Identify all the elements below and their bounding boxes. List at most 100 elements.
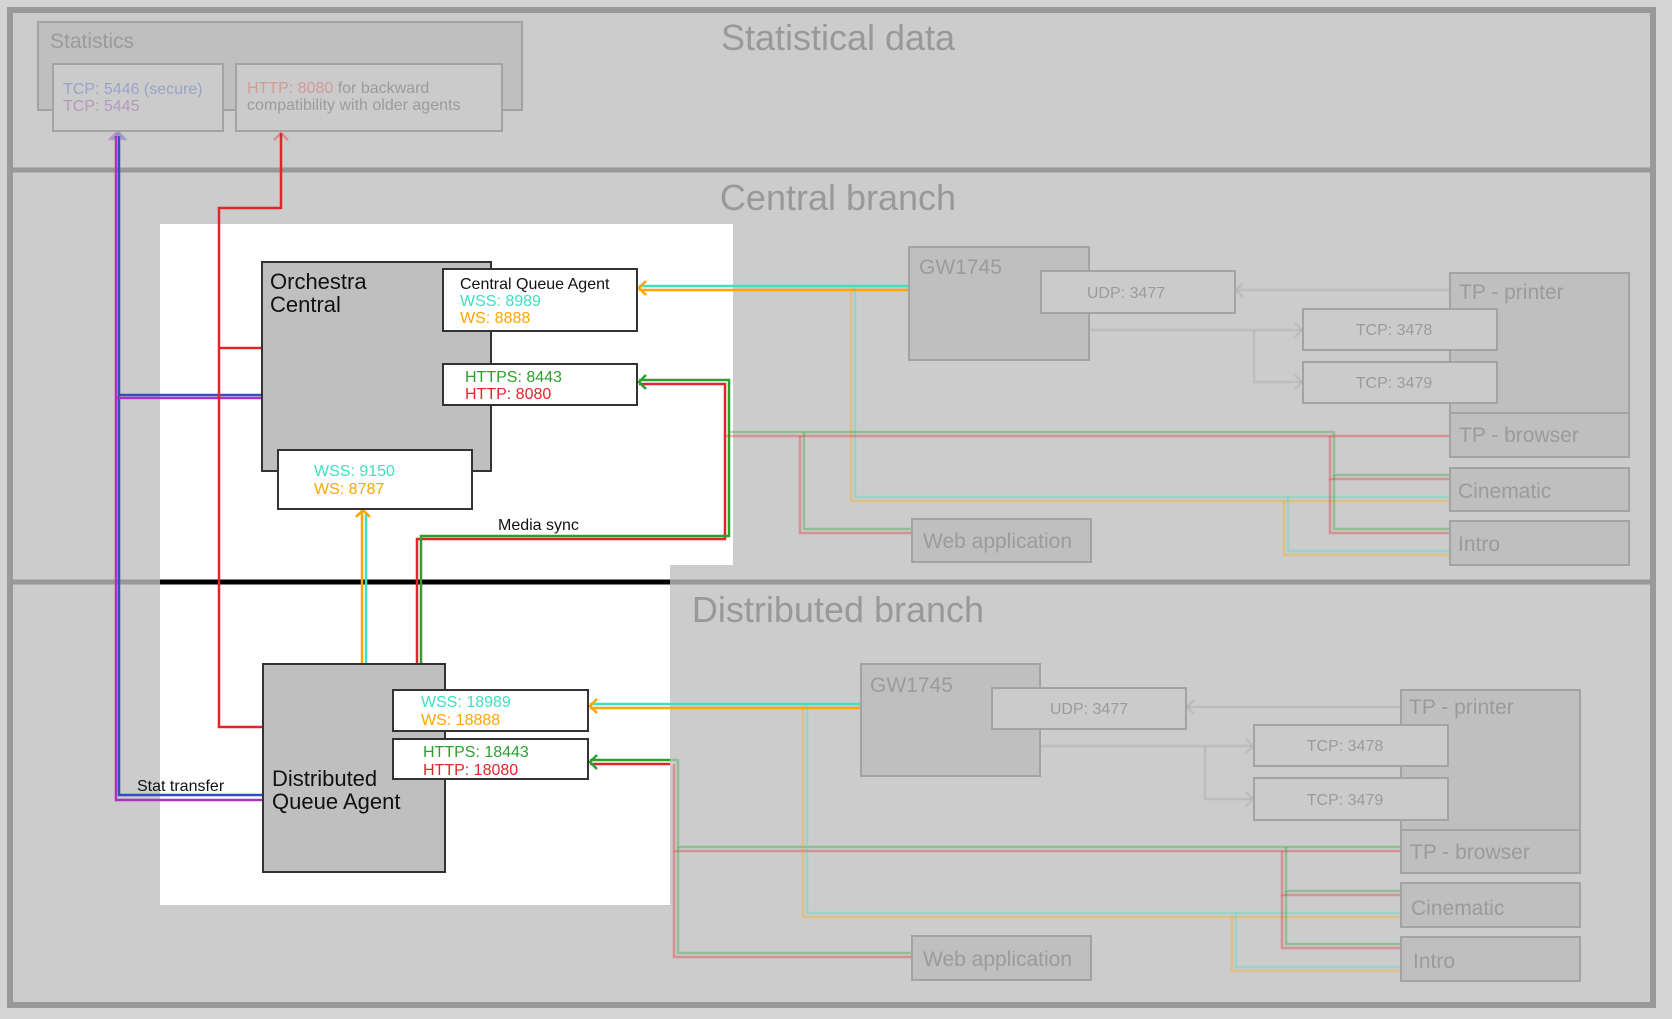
dqa-http-arrow <box>588 754 598 770</box>
central-http-arrow <box>637 374 647 390</box>
dist-intro-ws-line <box>1230 917 1401 973</box>
distributed-ws: WS: 18888 <box>421 712 500 729</box>
central-cinematic-wss-line <box>853 286 1450 499</box>
stat-tcp-label: TCP: 5445 <box>63 98 140 115</box>
central-udp-box[interactable] <box>1040 270 1236 314</box>
central-tp-printer-label: TP - printer <box>1459 281 1564 304</box>
central-tcp-3479-box[interactable] <box>1302 361 1498 404</box>
cqa-title: Central Queue Agent <box>460 276 610 293</box>
central-cinematic-box[interactable] <box>1449 467 1630 512</box>
dist-http-browser-line <box>672 764 1401 853</box>
dist-cinematic-box[interactable] <box>1400 882 1581 928</box>
statistics-title: Statistics <box>50 30 134 53</box>
dist-udp-label: UDP: 3477 <box>1050 701 1128 718</box>
connection-lines <box>108 131 1450 973</box>
stat-tcp-port-box <box>52 63 224 132</box>
central-intro-box[interactable] <box>1449 520 1630 566</box>
orchestra-title-1: Orchestra <box>270 269 367 294</box>
central-branch-nodes: GW1745 UDP: 3477 TP - printer TCP: 3478 … <box>908 246 1630 566</box>
central-tcp-3479-label: TCP: 3479 <box>1356 375 1433 392</box>
central-intro-wss-line <box>1286 497 1450 553</box>
central-tp-browser-label: TP - browser <box>1459 424 1579 447</box>
stat-tcp-secure-label: TCP: 5446 (secure) <box>63 81 203 98</box>
dist-tcp-3479-box[interactable] <box>1253 777 1449 821</box>
central-intro-ws-line <box>1282 501 1450 557</box>
stat-tcp-arrow <box>108 131 124 141</box>
section-title-distributed: Distributed branch <box>692 589 984 630</box>
central-https-cinematic-line <box>729 430 1450 477</box>
dist-tcp-3479-label: TCP: 3479 <box>1307 792 1384 809</box>
central-cinematic-label: Cinematic <box>1458 480 1551 503</box>
dist-https-webapp-line <box>676 847 912 955</box>
dist-tp-browser-box[interactable] <box>1400 829 1581 874</box>
orchestra-title-2: Central <box>270 292 341 317</box>
central-tcp-3478-box[interactable] <box>1302 308 1498 351</box>
dist-tp-printer-label: TP - printer <box>1409 696 1514 719</box>
central-http-port-box[interactable] <box>442 363 638 406</box>
dist-intro-wss-line <box>1234 913 1401 969</box>
central-ws-9150-box[interactable] <box>277 449 473 510</box>
dist-tp-browser-label: TP - browser <box>1410 841 1530 864</box>
cqa-ws: WS: 8888 <box>460 310 530 327</box>
dist-intro-box[interactable] <box>1400 936 1581 982</box>
distributed-title-1: Distributed <box>272 766 377 791</box>
statistics-node[interactable]: Statistics TCP: 5446 (secure) TCP: 5445 … <box>37 21 523 132</box>
central-udp-label: UDP: 3477 <box>1087 285 1165 302</box>
stat-tcp-line <box>114 136 263 802</box>
central-https: HTTPS: 8443 <box>465 369 562 386</box>
dist-https-intro-line <box>1284 891 1401 946</box>
central-http-cinematic-line <box>1328 436 1450 481</box>
stat-http-port-box <box>235 63 503 132</box>
stat-http-label: HTTP: 8080 for backward <box>247 80 429 97</box>
legacy-http-arrow <box>273 131 289 141</box>
dist-tcp-3478-label: TCP: 3478 <box>1307 738 1384 755</box>
central-tcp-3478-label: TCP: 3478 <box>1356 322 1433 339</box>
cqa-wss: WSS: 8989 <box>460 293 541 310</box>
distributed-http-port-box[interactable] <box>392 738 589 780</box>
central-tp-browser-box[interactable] <box>1449 412 1630 458</box>
media-sync-http-line <box>415 382 727 664</box>
distributed-title-2: Queue Agent <box>272 789 400 814</box>
dist-http-intro-line <box>1280 895 1401 950</box>
orchestra-central-node[interactable]: Orchestra Central Central Queue Agent WS… <box>261 261 638 534</box>
dist-tcp-3478-box[interactable] <box>1253 724 1449 767</box>
distributed-https: HTTPS: 18443 <box>423 744 529 761</box>
central-intro-label: Intro <box>1458 533 1500 556</box>
central-https-intro-line <box>1332 475 1450 531</box>
dqa-ws-arrow <box>588 698 598 714</box>
central-http: HTTP: 8080 <box>465 386 551 403</box>
stat-tcp-secure-arrow <box>111 131 127 141</box>
central-web-app-label: Web application <box>923 530 1072 553</box>
stat-http-port: HTTP: 8080 <box>247 80 333 97</box>
distributed-wss: WSS: 18989 <box>421 694 511 711</box>
central-queue-agent-box[interactable] <box>442 268 638 332</box>
stat-tcp-secure-line <box>117 136 263 797</box>
distributed-queue-agent-node[interactable]: Distributed Queue Agent WSS: 18989 WS: 1… <box>137 663 589 873</box>
central-tcp-3479-line <box>1252 330 1303 384</box>
dist-https-browser-line <box>670 758 1401 849</box>
section-title-statistical: Statistical data <box>721 17 956 58</box>
dist-https-cinematic-line <box>1284 847 1401 893</box>
distributed-ws-port-box[interactable] <box>392 689 589 732</box>
legacy-http-distributed-line <box>217 575 263 729</box>
central-http-webapp-line <box>798 436 912 535</box>
distributed-branch-nodes: GW1745 UDP: 3477 TP - printer TCP: 3478 … <box>860 663 1581 982</box>
central-gateway-label: GW1745 <box>919 256 1002 279</box>
dist-web-app-box[interactable] <box>911 935 1092 981</box>
stat-http-note-2: compatibility with older agents <box>247 97 460 114</box>
dist-cinematic-wss-line <box>805 704 1401 915</box>
distributed-http: HTTP: 18080 <box>423 762 518 779</box>
stat-transfer-label: Stat transfer <box>137 778 225 795</box>
central-cinematic-ws-line <box>849 290 1450 503</box>
central-web-app-box[interactable] <box>911 518 1092 563</box>
stat-http-note-1: for backward <box>333 80 429 97</box>
dist-http-cinematic-line <box>1280 851 1401 897</box>
dist-cinematic-ws-line <box>801 708 1401 919</box>
dist-udp-box[interactable] <box>991 687 1187 730</box>
dist-http-webapp-line <box>672 851 912 959</box>
central-https-webapp-line <box>802 432 912 531</box>
dist-intro-label: Intro <box>1413 950 1455 973</box>
section-title-central: Central branch <box>720 177 956 218</box>
dist-web-app-label: Web application <box>923 948 1072 971</box>
